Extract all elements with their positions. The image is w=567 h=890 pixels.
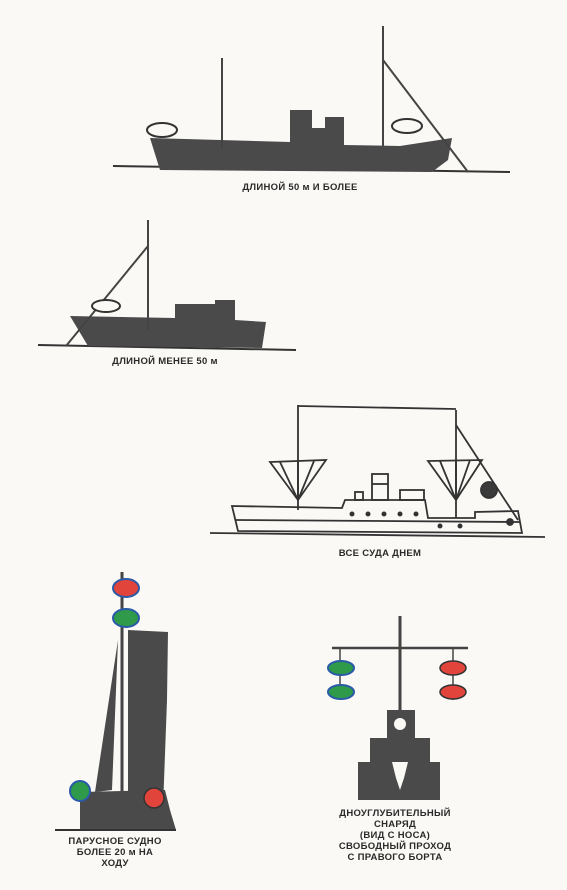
hull-outline bbox=[230, 499, 524, 534]
superstructure-silhouette bbox=[358, 710, 440, 800]
bow-window bbox=[394, 718, 406, 730]
starboard-red-light-lower bbox=[439, 684, 467, 700]
aft-ball-shape bbox=[146, 122, 178, 138]
port-green-light-lower bbox=[327, 684, 355, 700]
waterline bbox=[37, 344, 297, 351]
caption-sailing-vessel: ПАРУСНОЕ СУДНО БОЛЕЕ 20 м НА ХОДУ bbox=[68, 836, 162, 869]
port-green-light-upper bbox=[327, 660, 355, 676]
mast-top-red-light bbox=[112, 578, 140, 598]
vent bbox=[354, 491, 364, 501]
fore-cone-shape bbox=[426, 459, 484, 502]
fore-ball-shape bbox=[391, 118, 423, 134]
porthole bbox=[397, 511, 403, 517]
porthole bbox=[381, 511, 387, 517]
bridge-house bbox=[399, 489, 425, 501]
caption-all-vessels-day: ВСЕ СУДА ДНЕМ bbox=[338, 548, 422, 559]
ball-shape bbox=[91, 299, 121, 313]
deck-line bbox=[235, 519, 521, 523]
figure-dredger bbox=[327, 616, 468, 800]
waterline bbox=[209, 532, 546, 538]
porthole bbox=[506, 518, 514, 526]
caption-large-vessel: ДЛИНОЙ 50 м И БОЛЕЕ bbox=[242, 182, 358, 193]
forestay bbox=[382, 59, 469, 173]
figure-small-vessel bbox=[37, 220, 297, 351]
caption-dredger: ДНОУГЛУБИТЕЛЬНЫЙ СНАРЯД (ВИД С НОСА) СВО… bbox=[338, 808, 452, 863]
figure-sailing-vessel bbox=[55, 572, 176, 831]
porthole bbox=[365, 511, 371, 517]
porthole bbox=[349, 511, 355, 517]
figure-all-vessels-day bbox=[209, 405, 546, 538]
porthole bbox=[413, 511, 419, 517]
forestay bbox=[455, 424, 519, 521]
figure-large-vessel bbox=[112, 26, 511, 173]
starboard-red-light bbox=[143, 787, 165, 809]
porthole bbox=[457, 523, 463, 529]
mast-green-light bbox=[112, 608, 140, 628]
hull-silhouette bbox=[70, 300, 266, 348]
starboard-red-light-upper bbox=[439, 660, 467, 676]
black-ball-shape bbox=[480, 481, 498, 499]
porthole bbox=[437, 523, 443, 529]
caption-small-vessel: ДЛИНОЙ МЕНЕЕ 50 м bbox=[112, 356, 218, 367]
forestay bbox=[65, 245, 149, 347]
jib-sail bbox=[95, 640, 118, 792]
port-green-light bbox=[69, 780, 91, 802]
mainsail bbox=[128, 630, 168, 808]
funnel bbox=[371, 473, 389, 501]
hull-silhouette bbox=[150, 110, 452, 172]
mast-stay bbox=[297, 405, 457, 410]
bow-notch bbox=[392, 762, 408, 790]
